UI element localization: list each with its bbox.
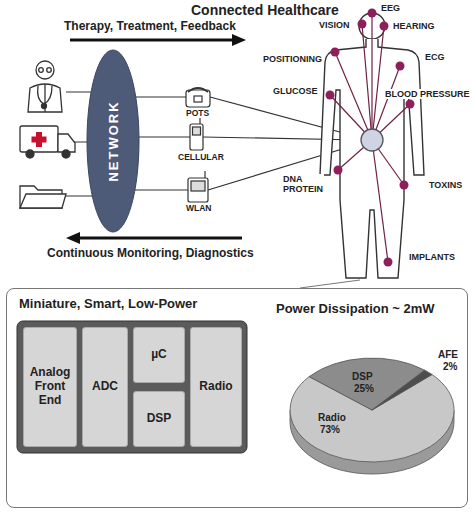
chip-block: µC (133, 327, 185, 383)
text-label: DNA PROTEIN (282, 174, 324, 195)
text-label: CELLULAR (178, 153, 224, 163)
ellipse-fill (87, 50, 139, 232)
text-label: POSITIONING (262, 54, 323, 64)
sensor-dots (326, 9, 415, 267)
text-label: 73% (320, 424, 340, 436)
text-label: DSP (352, 371, 373, 383)
text-label: POTS (186, 109, 209, 119)
component-panel: Miniature, Smart, Low-PowerAnalog Front … (6, 288, 468, 508)
device-icons (186, 88, 210, 202)
text-label: HEARING (392, 21, 436, 31)
text-label: VISION (318, 20, 351, 30)
chip-block: ADC (82, 327, 128, 447)
text-label: Continuous Monitoring, Diagnostics (47, 247, 254, 261)
chip-block: Radio (190, 327, 242, 447)
text-label: Therapy, Treatment, Feedback (64, 20, 236, 34)
panel-ground (6, 288, 468, 508)
text-label: ECG (424, 52, 446, 62)
zoom-leader (300, 280, 360, 288)
block-label: µC (151, 348, 167, 362)
block-label: ADC (92, 380, 118, 394)
diagram-title: Connected Healthcare (191, 2, 339, 18)
text-label: TOXINS (428, 180, 463, 190)
pie-chart (290, 358, 454, 474)
text-label: GLUCOSE (272, 86, 319, 96)
chip-block: Analog Front End (23, 327, 77, 447)
ambulance-icon (20, 126, 75, 158)
body-figure (320, 13, 424, 278)
text-label: EEG (380, 3, 401, 13)
text-label: WLAN (186, 204, 212, 214)
block-label: Analog Front End (26, 366, 74, 407)
text-label: 2% (443, 361, 457, 373)
panel-heading: Miniature, Smart, Low-Power (19, 296, 197, 311)
text-label: Power Dissipation ~ 2mW (276, 302, 435, 317)
folder-icon (20, 186, 66, 208)
flow-arrows (66, 34, 246, 244)
block-label: DSP (147, 412, 172, 426)
text-label: AFE (438, 349, 458, 361)
network-ellipse: NETWORK (86, 49, 140, 233)
chip-body (17, 321, 247, 453)
sensor-hub (361, 129, 383, 151)
network-label: NETWORK (106, 100, 121, 181)
text-label: 25% (354, 383, 374, 395)
chip-block: DSP (133, 391, 185, 447)
text-label: IMPLANTS (408, 252, 456, 262)
text-label: BLOOD PRESSURE (384, 89, 471, 99)
block-label: Radio (199, 380, 232, 394)
text-label: Radio (318, 412, 346, 424)
sensor-links (330, 13, 410, 262)
doctor-icon (28, 61, 62, 112)
